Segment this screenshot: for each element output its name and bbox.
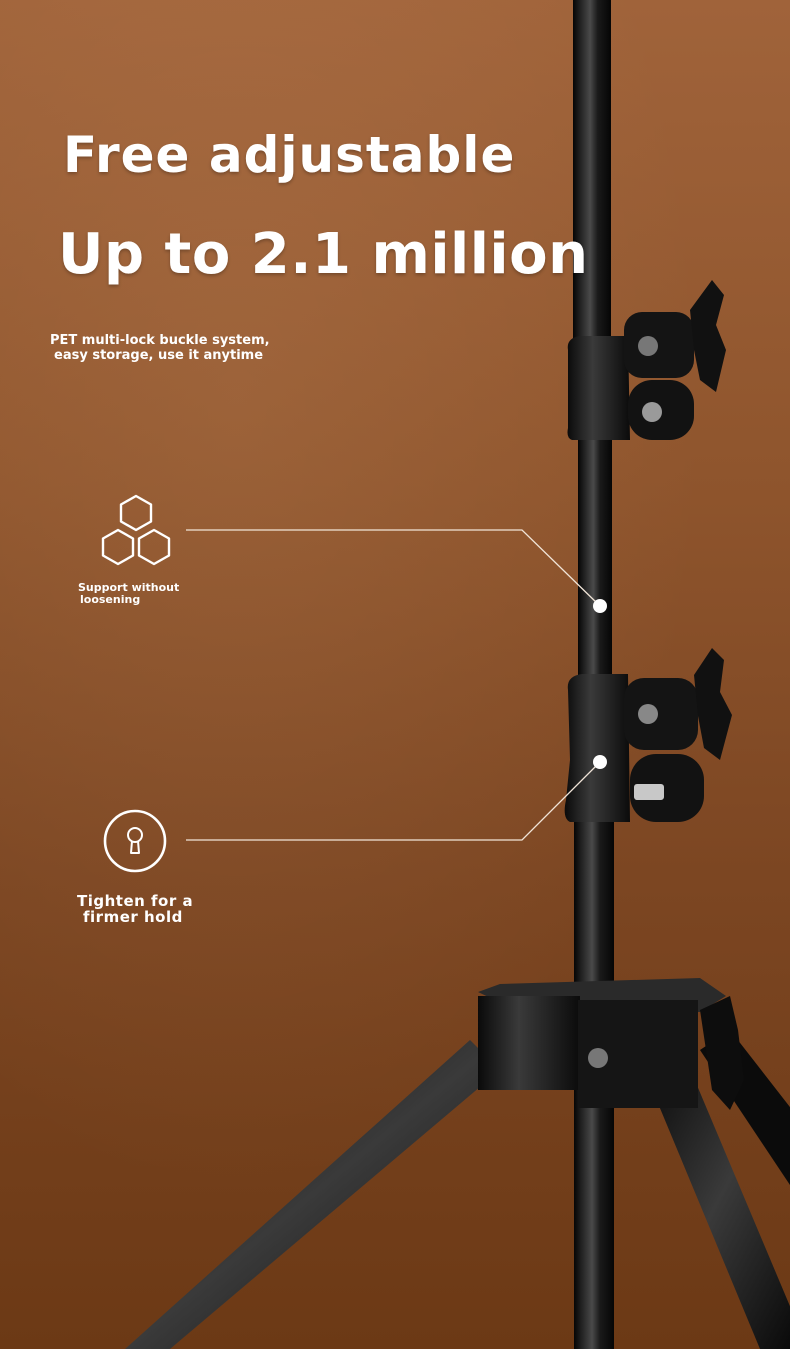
- description-line-1: PET multi-lock buckle system,: [50, 333, 270, 348]
- description-line-2: easy storage, use it anytime: [54, 348, 264, 363]
- tripod-hub: [478, 978, 744, 1110]
- feature-label-tighten: Tighten for a firmer hold: [77, 893, 193, 925]
- headline-up-to-height: Up to 2.1 million: [58, 222, 589, 287]
- lower-lock-clamp: [564, 648, 732, 822]
- feature-label-support: Support without loosening: [78, 582, 179, 606]
- callout-dot-lower: [593, 755, 607, 769]
- hexagon-cluster-icon: [101, 494, 171, 566]
- feature-label-tighten-line-2: firmer hold: [83, 908, 183, 926]
- upper-lock-clamp: [567, 280, 726, 440]
- callout-dot-upper: [593, 599, 607, 613]
- keyhole-icon: [103, 809, 167, 873]
- feature-label-support-line-1: Support without: [78, 581, 180, 594]
- feature-label-tighten-line-1: Tighten for a: [77, 892, 194, 910]
- callout-lines: [186, 529, 607, 841]
- feature-label-support-line-2: loosening: [80, 593, 141, 606]
- headline-free-adjustable: Free adjustable: [63, 126, 516, 184]
- lock-system-description: PET multi-lock buckle system, easy stora…: [50, 333, 270, 363]
